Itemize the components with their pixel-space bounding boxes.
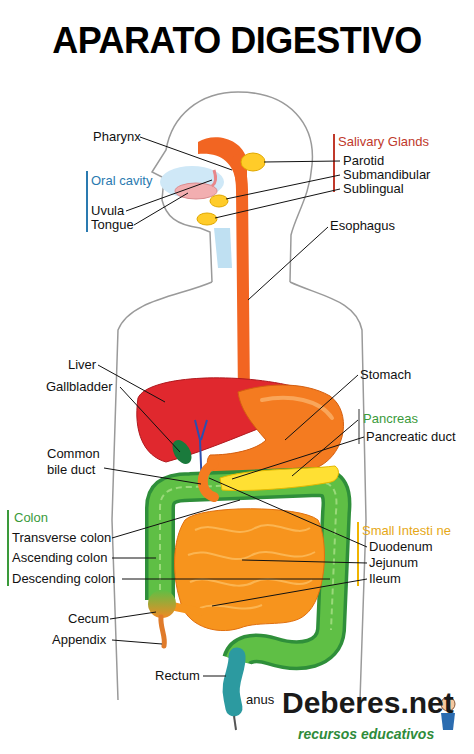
submandibular-gland [210, 195, 228, 207]
duodenum [203, 464, 214, 497]
ileum-end [172, 606, 200, 612]
leader-lines [98, 137, 367, 676]
part-label: Appendix [52, 632, 106, 648]
gallbladder [169, 437, 196, 468]
part-label: Sublingual [343, 181, 404, 197]
salivary-bracket [333, 134, 335, 192]
leader-line [226, 175, 340, 199]
leader-line [209, 478, 367, 547]
trachea [214, 228, 232, 268]
part-label: Liver [68, 357, 96, 373]
leader-line [112, 640, 162, 644]
part-label: Duodenum [369, 539, 433, 555]
part-label: Ascending colon [12, 550, 107, 566]
uvula [212, 170, 216, 186]
part-label: Ileum [369, 571, 401, 587]
part-label: Stomach [360, 367, 411, 383]
group-heading: Pancreas [363, 411, 418, 427]
pancreas [220, 466, 338, 491]
rectum [231, 656, 237, 708]
leader-line [242, 560, 367, 563]
watermark: Deberes.net [282, 686, 454, 719]
leader-line [203, 676, 226, 677]
part-label: Tongue [91, 217, 134, 233]
watermark: recursos educativos [298, 726, 434, 743]
leader-line [134, 193, 188, 225]
colon-bracket [7, 510, 9, 586]
leader-line [112, 558, 156, 559]
colon-inner [160, 482, 336, 660]
leader-line [122, 579, 330, 580]
part-label: Rectum [155, 668, 200, 684]
leader-line [248, 227, 328, 300]
part-label: Common bile duct [47, 446, 111, 478]
part-label: Submandibular [343, 167, 430, 183]
leader-line [120, 387, 180, 452]
leader-line [212, 579, 367, 606]
group-heading: Colon [14, 510, 48, 526]
part-label: Uvula [91, 203, 124, 219]
group-heading: Salivary Glands [338, 134, 429, 150]
part-label: Esophagus [330, 218, 395, 234]
leader-line [285, 375, 358, 440]
part-label: Jejunum [369, 555, 418, 571]
anus [234, 716, 236, 730]
diagram-title: APARATO DIGESTIVO [0, 20, 474, 62]
leader-line [264, 161, 340, 162]
leader-line [140, 137, 232, 170]
leader-line [110, 612, 156, 619]
parotid-gland [241, 153, 265, 171]
sublingual-gland [197, 213, 217, 225]
oral-cavity-bracket [86, 171, 88, 232]
part-label: Transverse colon [12, 530, 111, 546]
part-label: Cecum [68, 611, 109, 627]
group-heading: Small Intesti ne [362, 523, 451, 539]
brackets [8, 134, 359, 586]
colon-stripe [160, 482, 336, 630]
part-label: Pancreatic duct [366, 429, 456, 445]
head-back [238, 92, 312, 282]
part-label: Descending colon [12, 571, 115, 587]
leader-line [215, 189, 340, 218]
part-label: Parotid [343, 153, 384, 169]
leader-line [232, 437, 364, 479]
colon [160, 482, 336, 660]
leader-line [112, 500, 240, 538]
part-label: Pharynx [93, 129, 141, 145]
appendix [161, 617, 165, 646]
intestine-loops [188, 525, 315, 608]
leader-line [104, 468, 201, 484]
small-intestine-bracket [357, 522, 359, 586]
leader-line [292, 420, 358, 476]
part-label: Gallbladder [46, 379, 113, 395]
face-profile [152, 92, 238, 282]
group-heading: Oral cavity [91, 173, 152, 189]
oral-cavity [160, 166, 224, 198]
cecum [148, 590, 176, 618]
part-label: anus [246, 692, 274, 708]
